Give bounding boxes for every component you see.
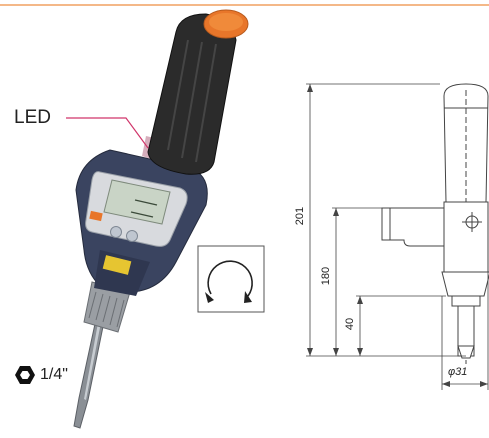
orange-cap-highlight <box>209 13 243 31</box>
led-callout-line <box>66 117 149 149</box>
dim-31-arrow-left <box>442 381 450 387</box>
button-left <box>110 226 122 238</box>
chuck-knurl <box>88 291 125 328</box>
drawing-handle <box>443 83 489 203</box>
warning-label <box>102 255 132 275</box>
torque-screwdriver-illustration <box>66 9 249 429</box>
drawing-collar <box>441 271 489 297</box>
hexagon-bit-icon-inner <box>20 371 30 379</box>
drawing-body <box>443 201 489 273</box>
dimension-lines <box>306 83 489 390</box>
dim-diameter-label: φ31 <box>448 366 468 378</box>
dim-180-arrow-bottom <box>333 348 339 356</box>
lcd-screen <box>103 179 171 225</box>
dim-201-arrow-top <box>307 84 313 92</box>
orange-button <box>89 210 103 222</box>
dim-collar-to-tip-label: 40 <box>344 317 356 331</box>
arrowhead-right <box>244 291 252 303</box>
dim-overall-length-label: 201 <box>294 206 306 226</box>
lcd-digits <box>130 199 158 218</box>
dim-40-arrow-top <box>357 296 363 304</box>
button-right <box>126 230 138 242</box>
drawing-bit-tip <box>457 345 475 359</box>
rotation-direction-box <box>197 245 265 313</box>
drawing-collar-ring <box>451 295 481 307</box>
dim-handle-to-tip-label: 180 <box>320 266 332 286</box>
technical-drawing <box>381 83 489 364</box>
arrowhead-left <box>205 292 214 303</box>
dim-31-arrow-right <box>480 381 488 387</box>
bit-size-label: 1/4" <box>40 366 68 383</box>
led-callout-label: LED <box>14 107 51 128</box>
rotation-arrows-icon <box>207 260 253 297</box>
dim-201-arrow-bottom <box>307 348 313 356</box>
dim-40-arrow-bottom <box>357 348 363 356</box>
dim-180-arrow-top <box>333 208 339 216</box>
grip-ribs <box>167 39 217 163</box>
drawing-display-box <box>381 207 445 247</box>
bit-shaft-highlight <box>84 312 103 400</box>
